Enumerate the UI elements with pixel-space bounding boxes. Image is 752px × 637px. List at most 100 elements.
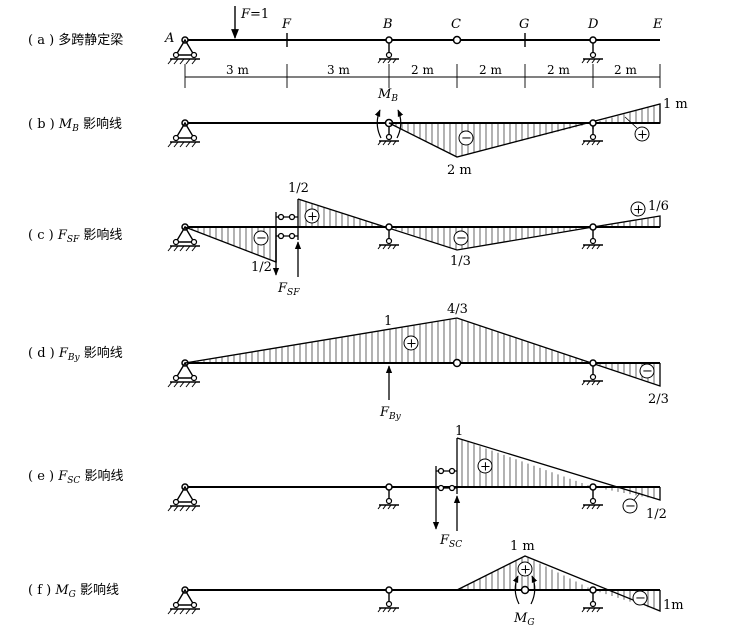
row-label-b: ( b ) MB 影响线 (28, 116, 122, 134)
span-label-3: 2 m (411, 63, 434, 77)
point-label-d: D (587, 17, 599, 32)
value-label-c-mid: 1/3 (450, 254, 471, 269)
value-label-c-end: 1/6 (648, 199, 669, 214)
roller-support-b-e (377, 483, 399, 510)
sign-minus-b: − (458, 130, 474, 146)
sign-minus-c-right: − (453, 230, 469, 246)
value-label-b-min: 2 m (447, 163, 472, 178)
sign-plus-f: + (517, 561, 533, 578)
load-label: F=1 (240, 7, 269, 22)
hatch-d (197, 318, 655, 384)
pin-support-f-row (167, 586, 200, 615)
svg-text:−: − (625, 499, 636, 514)
moment-arrow-left-g (512, 575, 520, 605)
row-label-d: ( d ) FBy 影响线 (28, 345, 123, 363)
svg-text:−: − (456, 231, 467, 246)
diagram-d: FBy 1 4/3 2/3 + − (167, 302, 669, 422)
hinge-g-f (520, 585, 530, 595)
sign-plus-b: + (634, 126, 650, 143)
hatch-b (395, 105, 655, 157)
span-label-1: 3 m (226, 63, 249, 77)
hatch-f (461, 557, 655, 610)
sign-plus-c-end: + (630, 201, 646, 218)
span-label-4: 2 m (479, 63, 502, 77)
roller-support-d-d (581, 359, 603, 386)
svg-text:+: + (307, 210, 318, 225)
il-outline-f (456, 555, 661, 612)
diagram-b: MB 1 m 2 m − + (167, 87, 688, 178)
point-label-e: E (652, 17, 663, 32)
roller-support-b-c (377, 223, 399, 250)
shear-release-c (435, 438, 458, 494)
value-label-f-peak: 1 m (510, 539, 535, 554)
dimension-line (184, 64, 661, 88)
span-label-2: 3 m (327, 63, 350, 77)
point-label-g: G (519, 17, 529, 32)
point-label-f: F (281, 17, 292, 32)
force-label-c: FSF (277, 281, 300, 298)
value-label-c-top: 1/2 (288, 181, 309, 196)
svg-text:+: + (406, 337, 417, 352)
svg-text:−: − (461, 131, 472, 146)
shear-release-f (275, 199, 299, 262)
value-label-e-peak: 1 (455, 424, 463, 439)
point-label-a: A (164, 31, 174, 46)
row-label-c: ( c ) FSF 影响线 (28, 227, 122, 245)
roller-support-b-f (377, 586, 399, 613)
value-label-d-end: 2/3 (648, 392, 669, 407)
value-label-b-end: 1 m (663, 97, 688, 112)
svg-text:+: + (637, 128, 648, 143)
il-outline-b (388, 103, 661, 158)
pin-support-e-row (167, 483, 200, 512)
roller-support-d-b (581, 119, 603, 146)
sign-minus-f: − (632, 590, 648, 606)
row-label-f: ( f ) MG 影响线 (28, 582, 119, 600)
pin-support-c-row (167, 223, 200, 252)
value-label-e-end: 1/2 (646, 507, 667, 522)
roller-support-d (581, 36, 603, 64)
svg-text:−: − (635, 591, 646, 606)
moment-label-b: MB (377, 87, 398, 104)
point-label-b: B (382, 17, 393, 32)
il-outline-c-right (297, 198, 661, 251)
roller-support-d-c (581, 223, 603, 250)
value-label-d-peak: 4/3 (447, 302, 468, 317)
moment-label-g: MG (513, 611, 535, 628)
force-label-e: FSC (439, 533, 462, 550)
beam-a: F=1 A F B C G D E 3 m 3 m 2 m 2 m 2 m 2 … (164, 6, 663, 88)
span-label-6: 2 m (614, 63, 637, 77)
diagram-f: MG 1 m 1m + − (167, 539, 684, 628)
diagram-e: FSC 1 1/2 + − (167, 424, 667, 550)
point-label-c: C (451, 17, 461, 32)
span-label-5: 2 m (547, 63, 570, 77)
force-label-d: FBy (379, 405, 402, 422)
diagram-c: FSF 1/2 1/2 1/3 1/6 − + − + (167, 181, 669, 298)
hinge-c (452, 35, 462, 45)
sign-minus-e: − (622, 498, 638, 514)
row-label-e: ( e ) FSC 影响线 (28, 468, 123, 486)
pin-support-d-row (167, 359, 200, 388)
svg-text:+: + (480, 460, 491, 475)
value-label-d-1: 1 (384, 314, 392, 329)
hinge-c-d (452, 358, 462, 368)
svg-text:−: − (256, 231, 267, 246)
moment-arrow-right-g (530, 575, 538, 605)
sign-minus-c-left: − (253, 230, 269, 246)
moment-arrow-right-b (396, 109, 404, 139)
pin-support-b-row (167, 119, 200, 148)
row-label-a: ( a ) 多跨静定梁 (28, 32, 123, 48)
svg-text:+: + (633, 203, 644, 218)
svg-text:+: + (520, 563, 531, 578)
svg-text:−: − (642, 364, 653, 379)
sign-minus-d: − (639, 363, 655, 379)
sign-plus-c-mid: + (304, 208, 320, 225)
moment-arrow-left-b (374, 109, 382, 139)
value-label-f-end: 1m (663, 598, 684, 613)
sign-plus-e: + (477, 458, 493, 475)
il-outline-d (184, 317, 661, 387)
sign-plus-d: + (403, 335, 419, 352)
roller-support-d-f (581, 586, 603, 613)
roller-support-b (377, 36, 399, 64)
